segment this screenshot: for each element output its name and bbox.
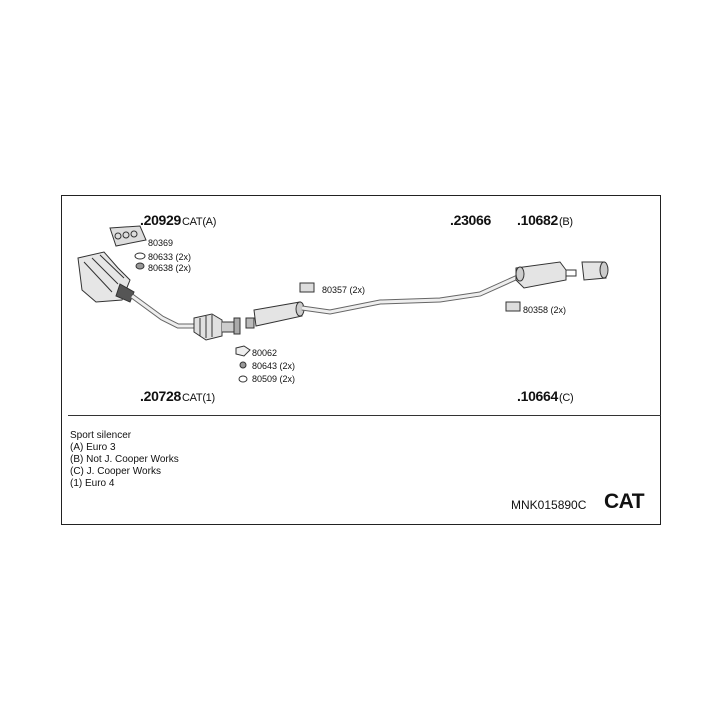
part-rear-silencer-b: .10682(B) bbox=[517, 212, 573, 228]
note-line: (C) J. Cooper Works bbox=[70, 466, 161, 477]
catalytic-converter bbox=[193, 313, 241, 341]
down-pipe bbox=[130, 293, 196, 329]
part-center-pipe: .23066 bbox=[450, 212, 492, 228]
fitting-80643: 80643 (2x) bbox=[252, 361, 296, 371]
notes-divider bbox=[68, 415, 661, 416]
note-line: (A) Euro 3 bbox=[70, 442, 116, 453]
kit-code: MNK015890C bbox=[511, 498, 587, 512]
bracket-80358 bbox=[505, 301, 521, 312]
manifold-gasket bbox=[109, 225, 147, 247]
exhaust-manifold bbox=[77, 251, 135, 303]
kit-type: CAT bbox=[604, 490, 645, 513]
fitting-80638: 80638 (2x) bbox=[148, 263, 192, 273]
nut-80643 bbox=[239, 361, 247, 369]
fitting-80062: 80062 bbox=[252, 348, 278, 358]
bracket-80357 bbox=[299, 282, 315, 293]
part-catalyst-a: .20929CAT(A) bbox=[140, 212, 217, 228]
notes-block: Sport silencer (A) Euro 3 (B) Not J. Coo… bbox=[70, 430, 179, 490]
fitting-80369: 80369 bbox=[148, 238, 174, 248]
note-line: (B) Not J. Cooper Works bbox=[70, 454, 179, 465]
part-catalyst-1: .20728CAT(1) bbox=[140, 388, 215, 404]
note-line: Sport silencer bbox=[70, 430, 132, 441]
note-line: (1) Euro 4 bbox=[70, 478, 115, 489]
seal-ring bbox=[134, 252, 146, 260]
rear-silencer bbox=[515, 261, 577, 289]
fitting-80358: 80358 (2x) bbox=[523, 305, 567, 315]
spring-80509 bbox=[238, 375, 248, 383]
front-silencer bbox=[245, 301, 305, 329]
gasket-80062 bbox=[235, 345, 251, 357]
fitting-80509: 80509 (2x) bbox=[252, 374, 296, 384]
tailpipe bbox=[581, 261, 609, 281]
nut bbox=[135, 262, 145, 270]
diagram-frame bbox=[61, 195, 661, 525]
fitting-80357: 80357 (2x) bbox=[322, 285, 366, 295]
part-rear-silencer-c: .10664(C) bbox=[517, 388, 574, 404]
fitting-80633: 80633 (2x) bbox=[148, 252, 192, 262]
